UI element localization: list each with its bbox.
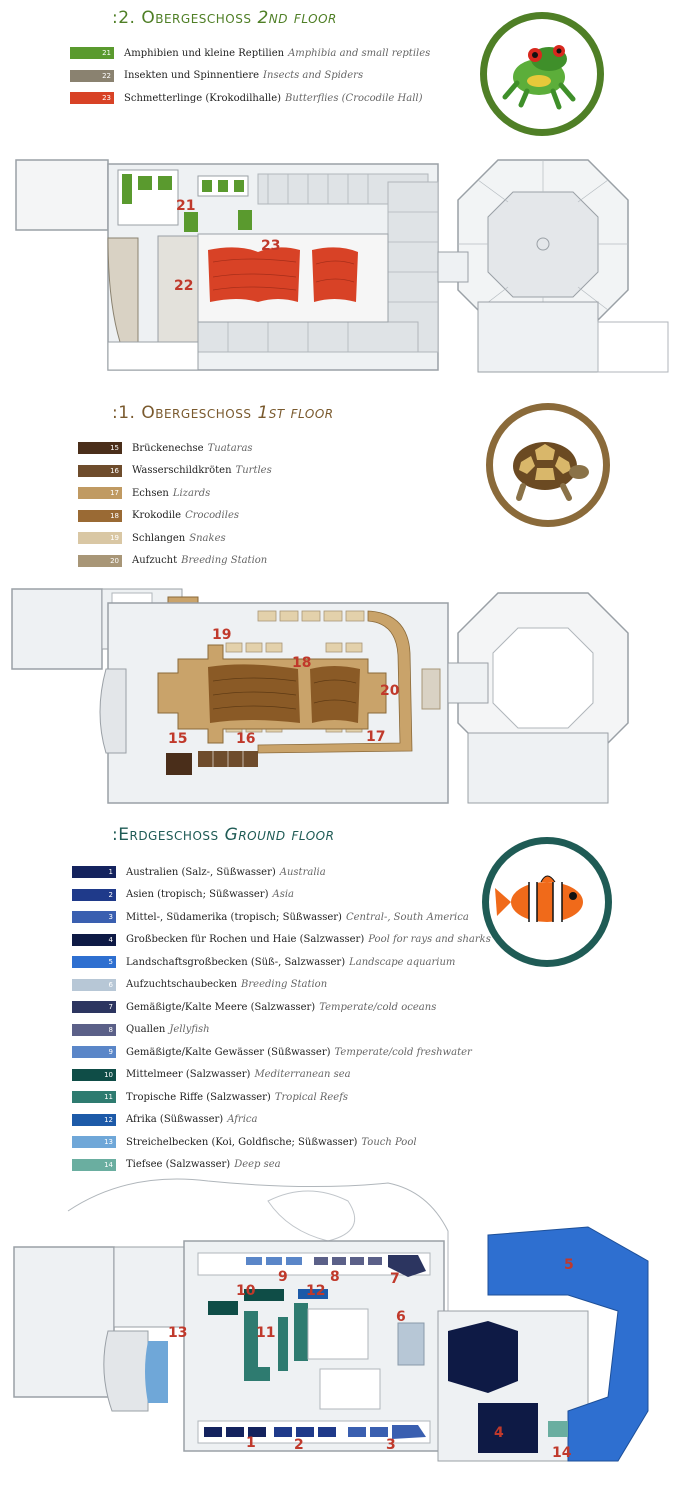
map-label-23: 23 — [261, 238, 280, 254]
map-label-5: 5 — [564, 1257, 574, 1273]
legend-swatch: 15 — [78, 442, 122, 455]
legend-swatch: 18 — [78, 509, 122, 522]
map-label-17: 17 — [366, 729, 385, 745]
map-label-7: 7 — [390, 1271, 400, 1287]
legend-swatch: 19 — [78, 532, 122, 545]
floor-title-en: 2nd floor — [257, 8, 337, 28]
legend-swatch: 10 — [72, 1068, 116, 1081]
floor-title-de: Erdgeschoss — [118, 825, 219, 845]
map-label-1: 1 — [246, 1435, 256, 1451]
map-label-8: 8 — [330, 1269, 340, 1285]
legend-swatch: 13 — [72, 1136, 116, 1149]
legend-swatch: 9 — [72, 1046, 116, 1059]
map-label-18: 18 — [292, 655, 311, 671]
frog-icon — [480, 12, 604, 136]
map-label-15: 15 — [168, 731, 187, 747]
legend-swatch: 2 — [72, 888, 116, 901]
map-label-20: 20 — [380, 683, 400, 699]
legend-swatch: 12 — [72, 1113, 116, 1126]
legend-item: 23 Schmetterlinge (Krokodilhalle)Butterf… — [70, 87, 430, 110]
legend-swatch: 22 — [70, 69, 114, 82]
floor-title-en: 1st floor — [257, 403, 334, 423]
tortoise-icon — [486, 403, 610, 527]
legend-swatch: 3 — [72, 911, 116, 924]
floor-plan-first: 15 16 17 18 19 20 — [11, 588, 629, 804]
legend-swatch: 1 — [72, 866, 116, 879]
legend-swatch: 11 — [72, 1091, 116, 1104]
floor-plan-second: 21 22 23 — [15, 159, 669, 373]
map-label-12: 12 — [306, 1283, 325, 1299]
map-label-21: 21 — [176, 198, 195, 214]
legend-swatch: 4 — [72, 933, 116, 946]
legend-swatch: 14 — [72, 1158, 116, 1171]
legend-swatch: 6 — [72, 978, 116, 991]
map-label-10: 10 — [236, 1283, 256, 1299]
floor-plan-ground: 1 2 3 4 5 6 7 8 9 10 11 12 13 14 — [13, 1178, 649, 1462]
map-label-13: 13 — [168, 1325, 187, 1341]
map-label-9: 9 — [278, 1269, 288, 1285]
legend-swatch: 16 — [78, 464, 122, 477]
legend-swatch: 7 — [72, 1001, 116, 1014]
legend-swatch: 21 — [70, 47, 114, 60]
legend-swatch: 20 — [78, 554, 122, 567]
map-label-3: 3 — [386, 1437, 396, 1453]
floor-title-en: Ground floor — [224, 825, 335, 845]
map-label-16: 16 — [236, 731, 255, 747]
clownfish-icon — [482, 837, 612, 967]
map-label-19: 19 — [212, 627, 231, 643]
legend-swatch: 5 — [72, 956, 116, 969]
map-label-2: 2 — [294, 1437, 304, 1453]
map-label-22: 22 — [174, 278, 193, 294]
map-label-4: 4 — [494, 1425, 504, 1441]
map-label-6: 6 — [396, 1309, 406, 1325]
legend-swatch: 23 — [70, 92, 114, 105]
floor-title-de: 2. Obergeschoss — [118, 8, 252, 28]
legend-swatch: 8 — [72, 1023, 116, 1036]
map-label-11: 11 — [256, 1325, 275, 1341]
floor-title-de: 1. Obergeschoss — [118, 403, 252, 423]
map-label-14: 14 — [552, 1445, 572, 1461]
legend-swatch: 17 — [78, 487, 122, 500]
